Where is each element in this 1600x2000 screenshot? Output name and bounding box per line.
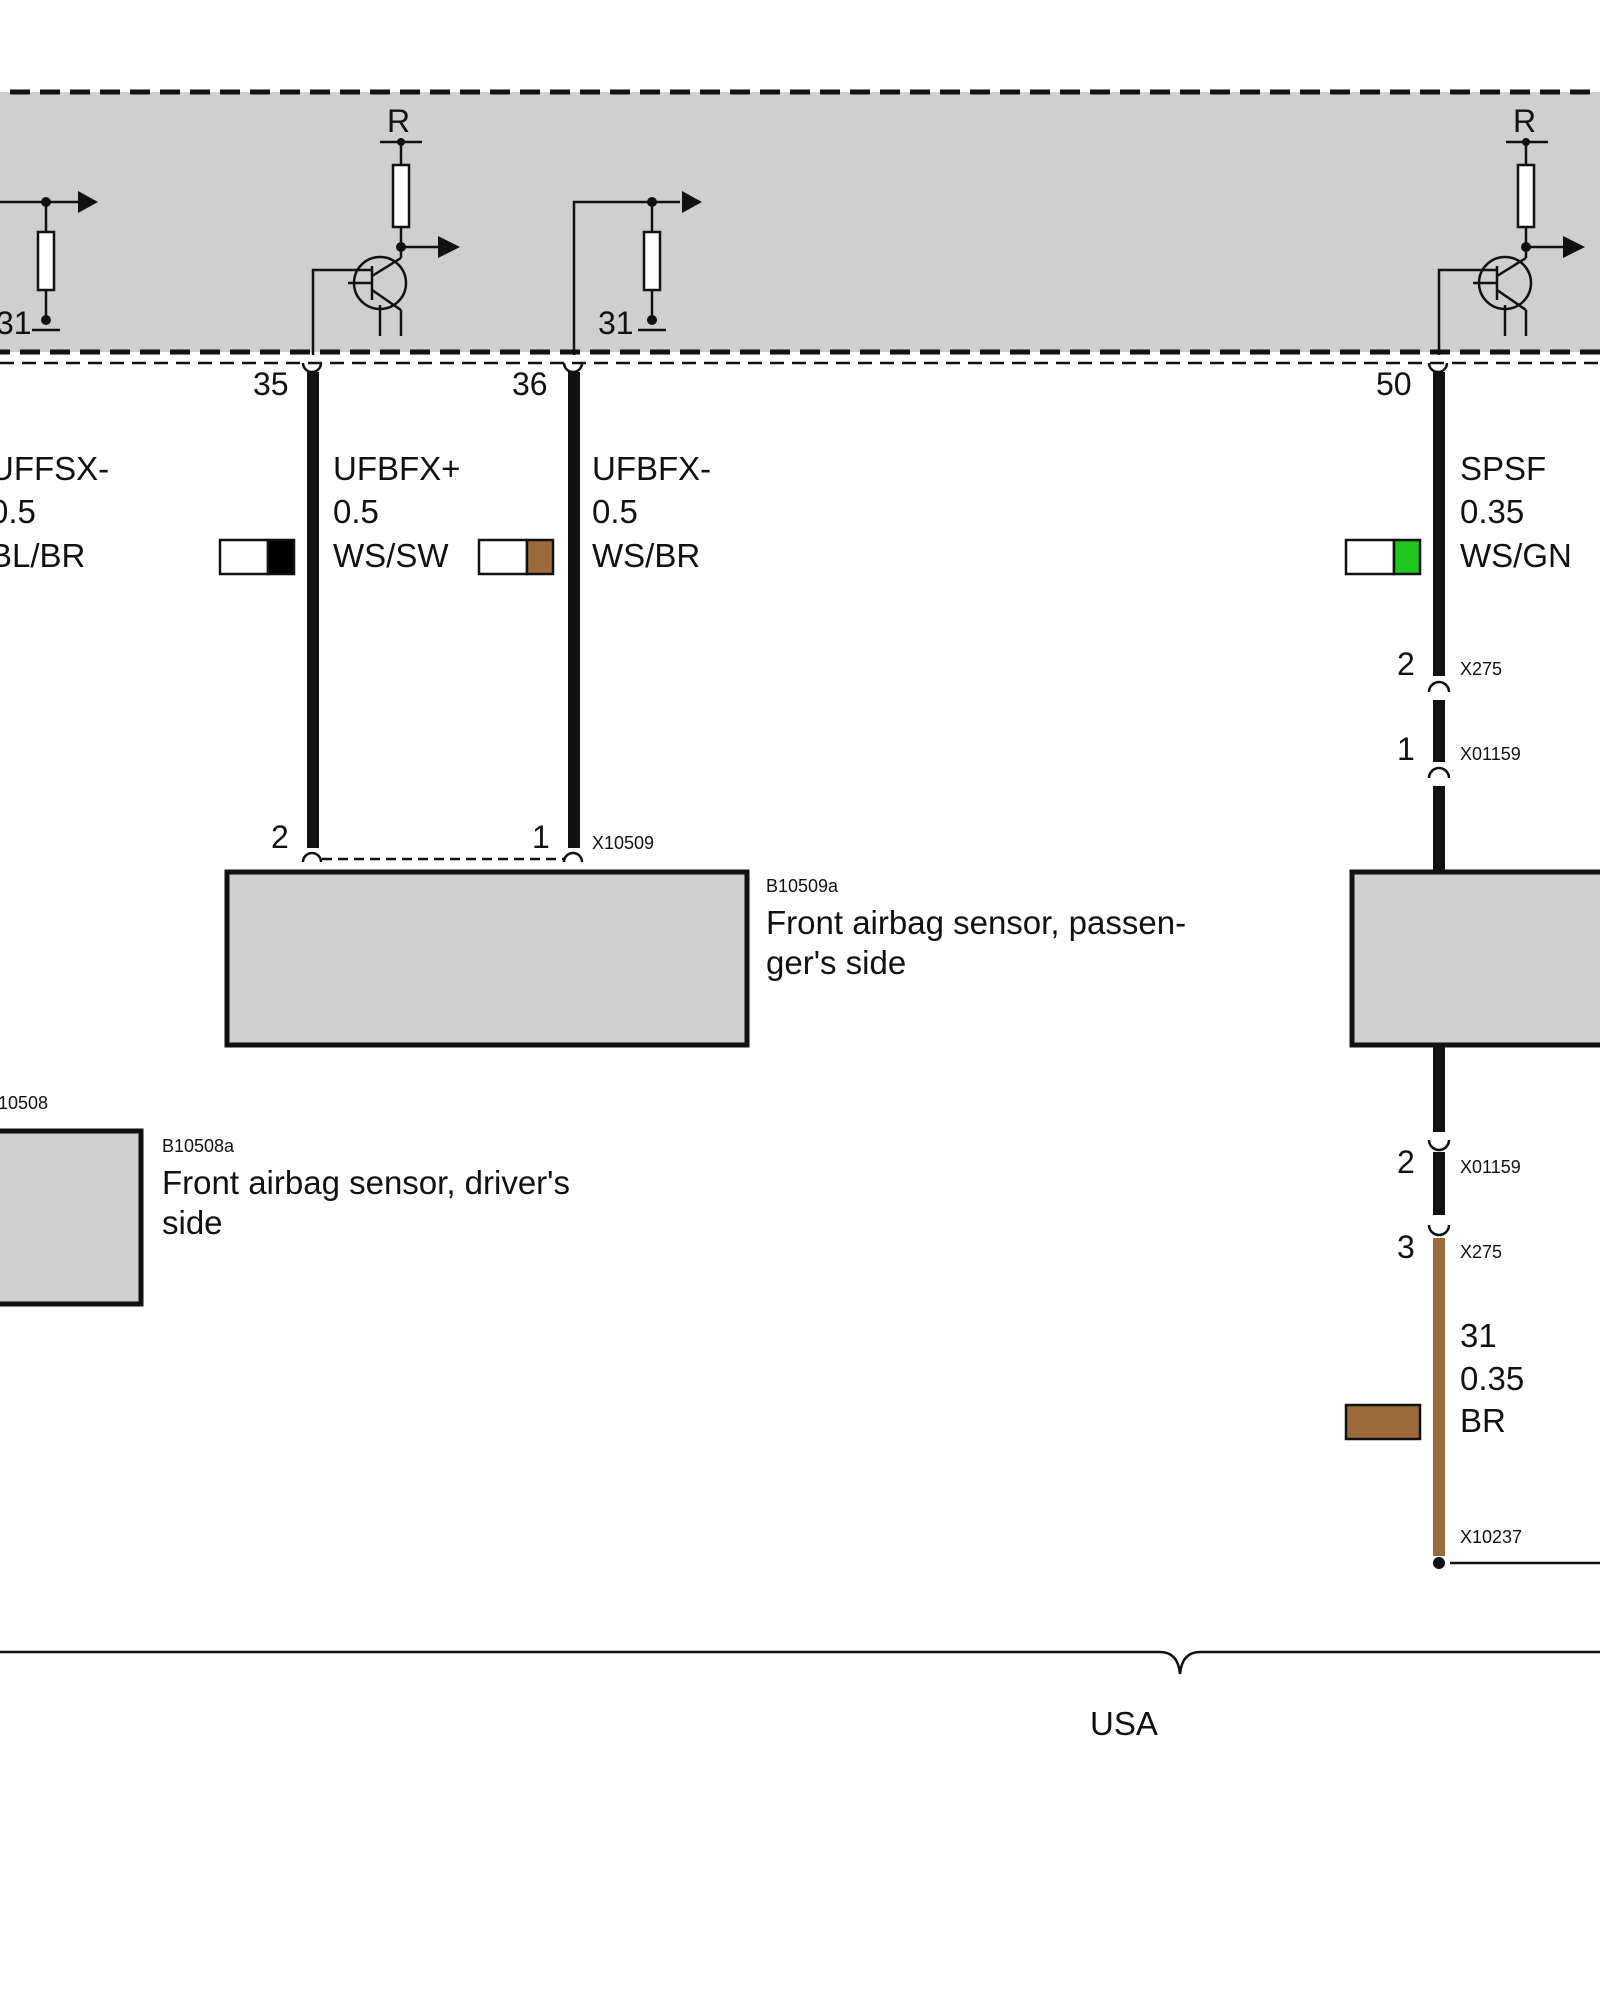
component-box [224, 869, 750, 1048]
component-id: B10508a [162, 1136, 235, 1156]
component-description: ger's side [766, 944, 906, 981]
ground-label-36: 31 [598, 305, 634, 341]
wire-color-swatch [218, 538, 296, 576]
control-unit-housing [0, 89, 1600, 355]
connector-name: X275 [1460, 659, 1502, 679]
connector-pin: 1 [532, 819, 550, 855]
connector-name: X10237 [1460, 1527, 1522, 1547]
wire-label-spsf: SPSF 0.35 WS/GN [1344, 450, 1572, 576]
wire-signal: SPSF [1460, 450, 1546, 487]
connector-name: X10508 [0, 1093, 48, 1113]
connector-name: X10509 [592, 833, 654, 853]
wire-cross-section: 0.5 [333, 493, 379, 530]
component-passenger-airbag-sensor: B10509a Front airbag sensor, passen- ger… [224, 869, 1186, 1048]
component-box [1349, 869, 1600, 1048]
component-description: Front airbag sensor, passen- [766, 904, 1186, 941]
resistor-supply-label-1: R [387, 103, 410, 139]
wire-ground-brown [1433, 1238, 1600, 1569]
connector-x01159-bottom: 2 X01159 [1397, 1144, 1521, 1180]
connector-pin: 3 [1397, 1229, 1415, 1265]
wire-cross-section: 0.35 [1460, 1360, 1524, 1397]
component-box [0, 1128, 144, 1307]
ground-label-left: 31 [0, 305, 32, 341]
transistor-stage-50: R [1437, 103, 1585, 355]
input-arrow-icon [682, 191, 702, 213]
wire-ufbfx-plus [301, 362, 323, 863]
connector-pin: 2 [1397, 1144, 1415, 1180]
wire-signal: UFFSX- [0, 450, 109, 487]
wire-label-ground: 31 0.35 BR [1344, 1317, 1524, 1441]
wire-label-uffsx-minus: UFFSX- 0.5 BL/BR [0, 450, 109, 574]
wire-color-code: WS/SW [333, 537, 449, 574]
wire-color-code: WS/GN [1460, 537, 1572, 574]
wire-signal: UFBFX- [592, 450, 711, 487]
transistor-stage-35: R [311, 103, 460, 355]
wire-color-swatch [1344, 1403, 1422, 1441]
connector-name: X01159 [1460, 1157, 1521, 1177]
connector-name: X01159 [1460, 744, 1521, 764]
pin-label-50: 50 [1376, 366, 1412, 402]
component-driver-airbag-sensor: B10508a Front airbag sensor, driver's si… [0, 1128, 570, 1307]
connector-x10508: X10508 [0, 1093, 48, 1113]
connector-x10509: 2 1 X10509 [271, 819, 654, 861]
connector-x275-top: 2 X275 [1397, 646, 1502, 682]
wire-cross-section: 0.35 [1460, 493, 1524, 530]
resistor-network-36: 31 [572, 191, 702, 355]
ground-junction [1433, 1557, 1445, 1569]
output-arrow-icon [438, 236, 460, 258]
resistor-network-left: 31 [0, 191, 98, 341]
wire-spsf [1427, 362, 1451, 872]
wire-color-swatch [1344, 538, 1422, 576]
output-arrow-icon [1563, 236, 1585, 258]
connector-pin: 2 [1397, 646, 1415, 682]
connector-x10237: X10237 [1460, 1527, 1522, 1547]
component-right-module [1349, 869, 1600, 1048]
connector-x01159-top: 1 X01159 [1397, 731, 1521, 767]
connector-x275-bottom: 3 X275 [1397, 1229, 1502, 1265]
component-description: side [162, 1204, 223, 1241]
region-label: USA [1090, 1705, 1158, 1742]
wire-color-code: BL/BR [0, 537, 85, 574]
wire-color-code: BR [1460, 1402, 1506, 1439]
connector-pin: 1 [1397, 731, 1415, 767]
component-description: Front airbag sensor, driver's [162, 1164, 570, 1201]
wire-label-ufbfx-minus: UFBFX- 0.5 WS/BR [477, 450, 711, 576]
wire-signal: UFBFX+ [333, 450, 460, 487]
resistor-supply-label-2: R [1513, 103, 1536, 139]
connector-name: X275 [1460, 1242, 1502, 1262]
region-brace: USA [0, 1650, 1600, 1742]
wire-color-code: WS/BR [592, 537, 700, 574]
wire-ground-black [1427, 1045, 1451, 1237]
pin-label-35: 35 [253, 366, 289, 402]
wire-color-swatch [477, 538, 555, 576]
wire-label-ufbfx-plus: UFBFX+ 0.5 WS/SW [218, 450, 460, 576]
wire-cross-section: 0.5 [592, 493, 638, 530]
wire-signal: 31 [1460, 1317, 1497, 1354]
connector-pin: 2 [271, 819, 289, 855]
pin-label-36: 36 [512, 366, 548, 402]
wire-ufbfx-minus [562, 362, 584, 863]
wire-cross-section: 0.5 [0, 493, 36, 530]
component-id: B10509a [766, 876, 839, 896]
control-unit: 31 R [0, 89, 1600, 402]
